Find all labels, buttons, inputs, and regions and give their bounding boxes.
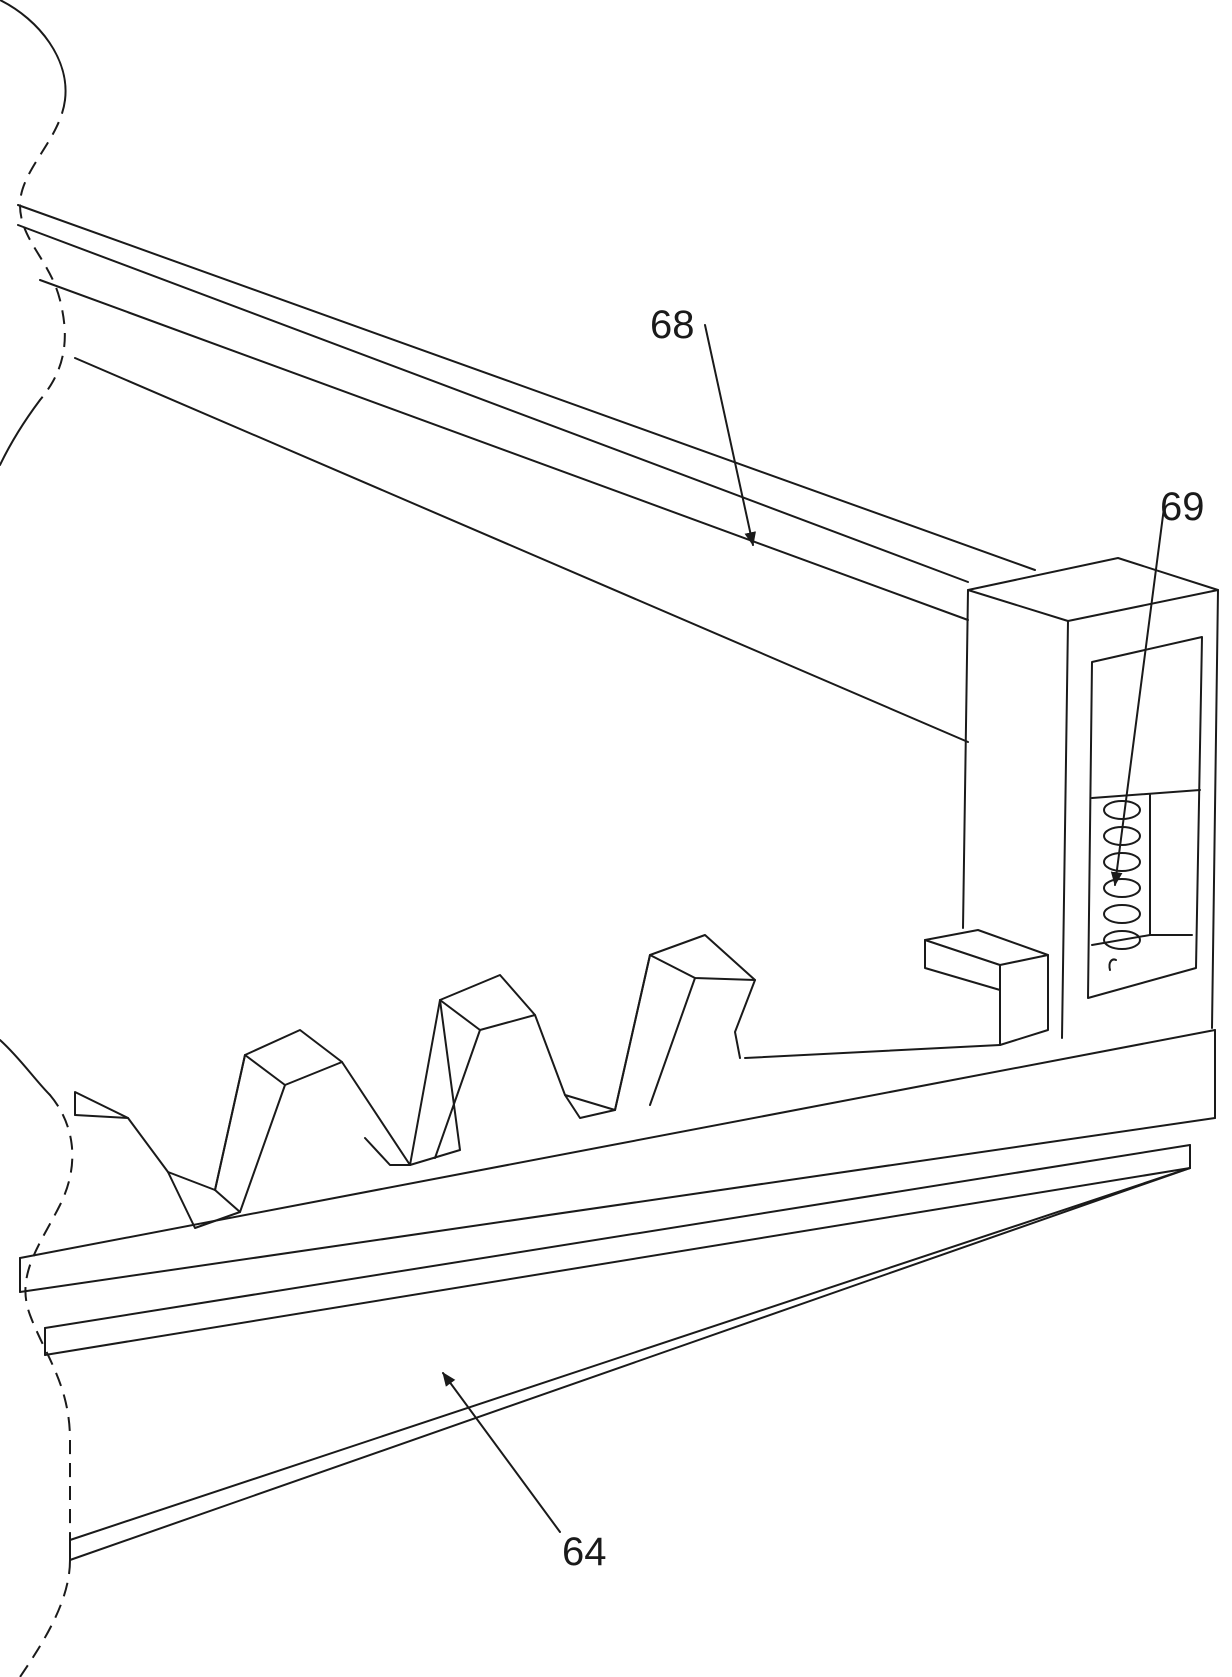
leader-arrow-64 [442,1372,561,1533]
label-68: 68 [650,303,695,347]
base-rail-64 [19,1029,1216,1561]
lower-break-line [0,1039,74,1677]
housing-69 [962,557,1219,1039]
rack-teeth [74,934,756,1229]
label-64: 64 [562,1530,607,1574]
upper-break-line [0,0,67,466]
latch-block [744,929,1049,1059]
label-69: 69 [1160,485,1205,529]
leader-arrow-68 [704,324,756,547]
leader-arrows [442,324,1166,1533]
upper-bar-68 [17,204,1036,743]
leader-arrow-69 [1110,499,1166,887]
